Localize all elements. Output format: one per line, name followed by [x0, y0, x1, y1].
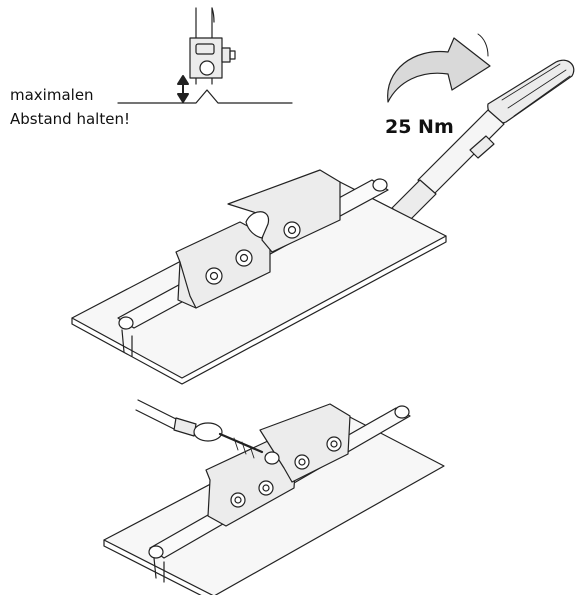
bolt-nut — [294, 454, 310, 470]
bolt-nut — [235, 249, 253, 267]
bolt-nut — [326, 436, 342, 452]
distance-arrow-icon — [177, 75, 189, 103]
clearance-detail — [117, 7, 293, 104]
rotation-arrow-icon — [387, 33, 491, 103]
upper-roof-assembly — [71, 169, 447, 385]
bolt-nut — [205, 267, 223, 285]
lower-roof-assembly — [103, 399, 445, 595]
bolt-nut — [283, 221, 301, 239]
bolt-nut — [258, 480, 274, 496]
bolt-nut — [230, 492, 246, 508]
annotation-line-1: maximalen — [10, 86, 94, 104]
annotation-line-2: Abstand halten! — [10, 110, 130, 128]
torque-label: 25 Nm — [385, 116, 454, 138]
cable-eye-bolt — [135, 399, 280, 465]
